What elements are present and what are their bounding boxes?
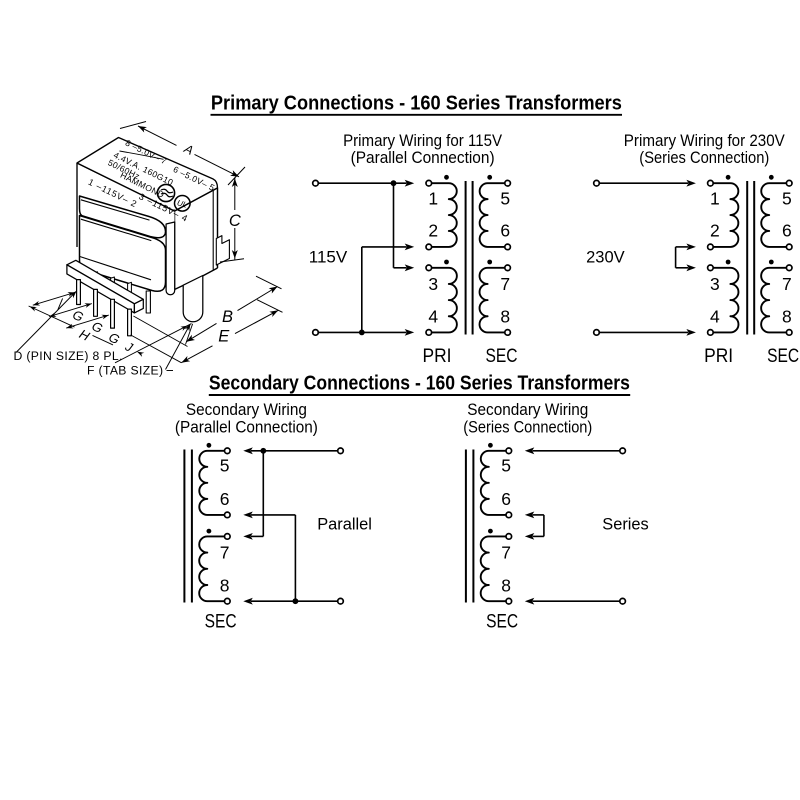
svg-text:3: 3 <box>710 274 720 294</box>
svg-text:7: 7 <box>782 274 792 294</box>
svg-text:(Parallel Connection): (Parallel Connection) <box>175 418 318 436</box>
svg-text:SEC: SEC <box>486 610 518 632</box>
svg-text:5: 5 <box>220 456 230 476</box>
svg-text:B: B <box>222 308 233 326</box>
svg-text:6: 6 <box>500 221 510 241</box>
svg-text:SEC: SEC <box>486 345 518 367</box>
svg-text:115V: 115V <box>309 248 348 266</box>
svg-text:4: 4 <box>428 306 438 326</box>
svg-text:Secondary Wiring: Secondary Wiring <box>467 401 588 419</box>
svg-text:PRI: PRI <box>704 345 733 367</box>
svg-text:C: C <box>229 212 241 230</box>
svg-text:UL: UL <box>176 198 188 209</box>
svg-text:Secondary Connections - 160 Se: Secondary Connections - 160 Series Trans… <box>209 371 630 394</box>
svg-text:3: 3 <box>428 274 438 294</box>
svg-text:6: 6 <box>782 221 792 241</box>
svg-text:230V: 230V <box>586 248 625 266</box>
svg-text:(Series Connection): (Series Connection) <box>639 149 769 167</box>
svg-text:2: 2 <box>710 221 720 241</box>
svg-text:8: 8 <box>220 575 230 595</box>
svg-text:E: E <box>218 328 230 346</box>
svg-text:7: 7 <box>500 274 510 294</box>
svg-text:Primary Wiring for 230V: Primary Wiring for 230V <box>624 132 785 150</box>
svg-text:D (PIN SIZE) 8 PL.: D (PIN SIZE) 8 PL. <box>14 349 123 363</box>
svg-text:8: 8 <box>782 306 792 326</box>
svg-text:1: 1 <box>710 189 720 209</box>
svg-text:Series: Series <box>602 515 648 533</box>
svg-text:7: 7 <box>220 543 230 563</box>
svg-text:5: 5 <box>500 189 510 209</box>
svg-text:(Series Connection): (Series Connection) <box>463 418 592 436</box>
svg-text:SEC: SEC <box>767 345 799 367</box>
svg-text:2: 2 <box>428 221 438 241</box>
svg-text:6: 6 <box>220 489 230 509</box>
svg-text:SEC: SEC <box>205 610 237 632</box>
svg-text:Primary Connections - 160 Seri: Primary Connections - 160 Series Transfo… <box>211 92 622 115</box>
svg-text:5: 5 <box>782 189 792 209</box>
svg-text:Parallel: Parallel <box>317 515 372 533</box>
svg-text:5: 5 <box>501 456 511 476</box>
svg-text:8: 8 <box>501 575 511 595</box>
svg-text:1: 1 <box>428 189 438 209</box>
svg-text:PRI: PRI <box>423 345 452 367</box>
svg-text:(Parallel Connection): (Parallel Connection) <box>351 149 495 167</box>
svg-text:6: 6 <box>501 489 511 509</box>
svg-text:Secondary Wiring: Secondary Wiring <box>186 401 307 419</box>
svg-text:8: 8 <box>500 306 510 326</box>
svg-text:F (TAB SIZE): F (TAB SIZE) <box>87 364 163 378</box>
svg-text:7: 7 <box>501 543 511 563</box>
svg-text:4: 4 <box>710 306 720 326</box>
svg-text:Primary Wiring for 115V: Primary Wiring for 115V <box>343 132 502 150</box>
